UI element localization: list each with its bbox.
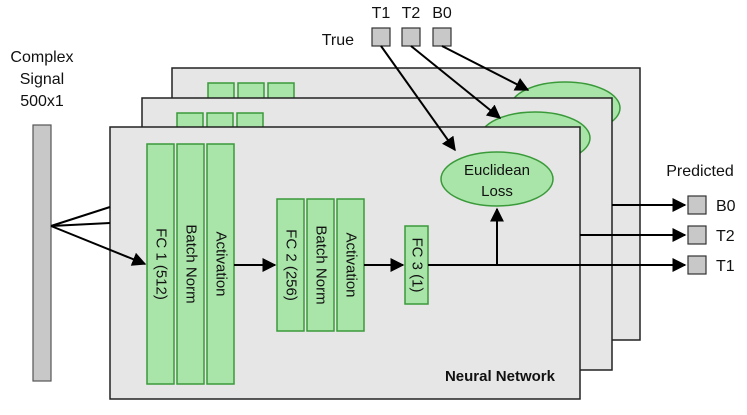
predicted-output-t1: T1 [687,255,735,275]
true-target-connections [380,45,530,152]
fc2-layer: FC 2 (256) [276,198,305,332]
loss-label-line2: Loss [481,183,513,200]
activation1-layer: Activation [206,143,235,385]
fc3-label: FC 3 (1) [409,237,426,292]
euclidean-loss-node: Euclidean Loss [440,151,554,207]
true-label: True [322,32,354,49]
predicted-output-t2-label: T2 [716,228,735,245]
input-label-line3: 500x1 [20,93,64,110]
batchnorm2-label: Batch Norm [313,225,330,304]
true-target-t2-label: T2 [402,5,421,22]
true-target-b0-label: B0 [432,5,452,22]
input-connections [50,206,147,266]
predicted-label: Predicted [666,163,734,180]
fc2-label: FC 2 (256) [283,229,300,301]
activation2-label: Activation [343,232,360,297]
true-target-t1-label: T1 [372,5,391,22]
predicted-output-t2: T2 [687,225,735,245]
fc1-layer: FC 1 (512) [146,143,175,385]
activation2-layer: Activation [336,198,365,332]
activation1-label: Activation [213,231,230,296]
fc3-layer: FC 3 (1) [404,225,429,305]
output-connections [580,198,687,272]
input-label-line1: Complex [10,49,73,66]
true-target-t2: T2 [401,5,421,47]
fc1-label: FC 1 (512) [153,228,170,300]
predicted-output-t1-label: T1 [716,258,735,275]
batchnorm1-label: Batch Norm [183,224,200,303]
internal-connections [234,207,580,272]
true-target-b0: B0 [432,5,452,47]
network-title: Neural Network [445,368,556,385]
predicted-output-b0-label: B0 [716,198,736,215]
predicted-output-b0: B0 [687,195,736,215]
loss-label-line1: Euclidean [464,162,530,179]
batchnorm2-layer: Batch Norm [306,198,335,332]
input-label-line2: Signal [20,71,64,88]
input-signal-block [32,124,52,382]
batchnorm1-layer: Batch Norm [176,143,205,385]
true-target-t1: T1 [371,5,391,47]
